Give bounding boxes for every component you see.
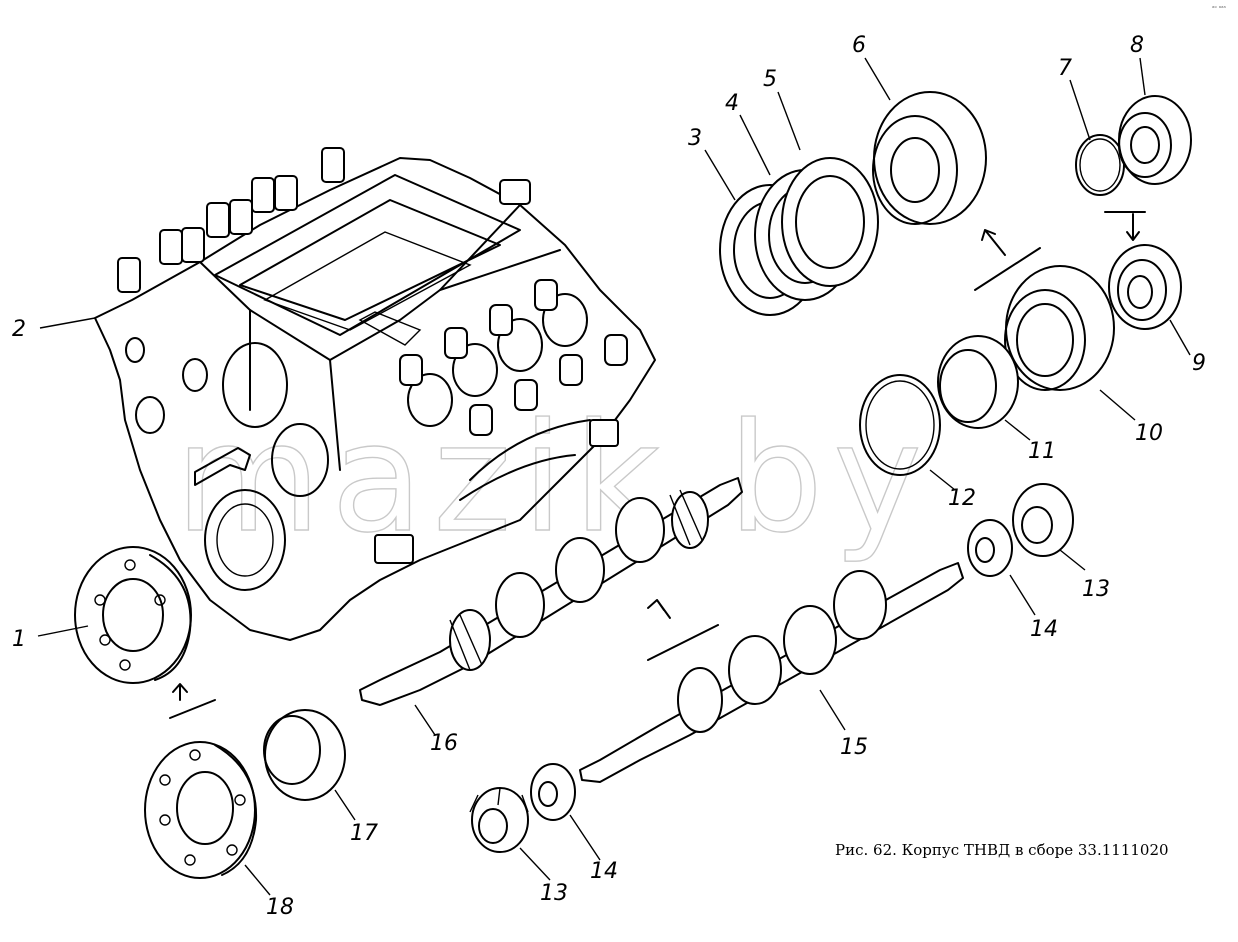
- plunger-sockets: [399, 279, 628, 436]
- nut-13-upper: [1012, 483, 1074, 557]
- callout-3: 3: [688, 126, 702, 151]
- callout-13-upper: 13: [1082, 577, 1110, 602]
- callout-7: 7: [1058, 56, 1072, 81]
- callout-18: 18: [266, 895, 294, 920]
- callout-5: 5: [763, 67, 777, 92]
- flange-18: [144, 741, 258, 879]
- o-ring-12: [859, 374, 941, 476]
- callout-4: 4: [725, 91, 739, 116]
- snap-ring-7: [1075, 134, 1125, 196]
- callout-13-lower: 13: [540, 881, 568, 906]
- callout-16: 16: [430, 731, 458, 756]
- camshaft-16: [359, 477, 743, 706]
- callout-1: 1: [12, 627, 26, 652]
- assembly-arrows: [169, 211, 1146, 719]
- callout-2: 2: [12, 317, 26, 342]
- figure-caption: Рис. 62. Корпус ТНВД в сборе 33.1111020: [835, 841, 1169, 859]
- nut-13-lower: [469, 787, 529, 853]
- camshaft-15: [579, 562, 964, 783]
- washer-14-lower: [530, 763, 576, 821]
- pump-housing: [94, 147, 656, 641]
- bearing-9: [1108, 244, 1182, 330]
- leader-lines: [37, 57, 1191, 896]
- callout-17: 17: [350, 821, 378, 846]
- ring-11: [937, 335, 1019, 429]
- ring-17: [263, 709, 346, 801]
- bearing-8: [1118, 95, 1192, 185]
- callout-14-lower: 14: [590, 859, 618, 884]
- callout-8: 8: [1130, 33, 1144, 58]
- washer-14-upper: [967, 519, 1013, 577]
- callout-14-upper: 14: [1030, 617, 1058, 642]
- callout-10: 10: [1135, 421, 1163, 446]
- callout-12: 12: [948, 486, 976, 511]
- flange-6: [872, 91, 987, 225]
- gasket-5: [781, 157, 879, 287]
- callout-9: 9: [1192, 351, 1206, 376]
- watermark-text: mazik.by: [175, 392, 932, 566]
- flange-1: [74, 546, 192, 684]
- flange-10: [1004, 265, 1115, 391]
- callout-11: 11: [1028, 439, 1056, 464]
- callout-6: 6: [852, 33, 866, 58]
- callout-15: 15: [840, 735, 868, 760]
- callout-labels: 1 2 3 4 5 6 7 8 9 10 11 12 13 13 14 14 1…: [12, 33, 1206, 920]
- corner-mark: ᵃᵒ ᵃᵃᵃ: [1212, 5, 1226, 12]
- top-studs: [117, 147, 531, 293]
